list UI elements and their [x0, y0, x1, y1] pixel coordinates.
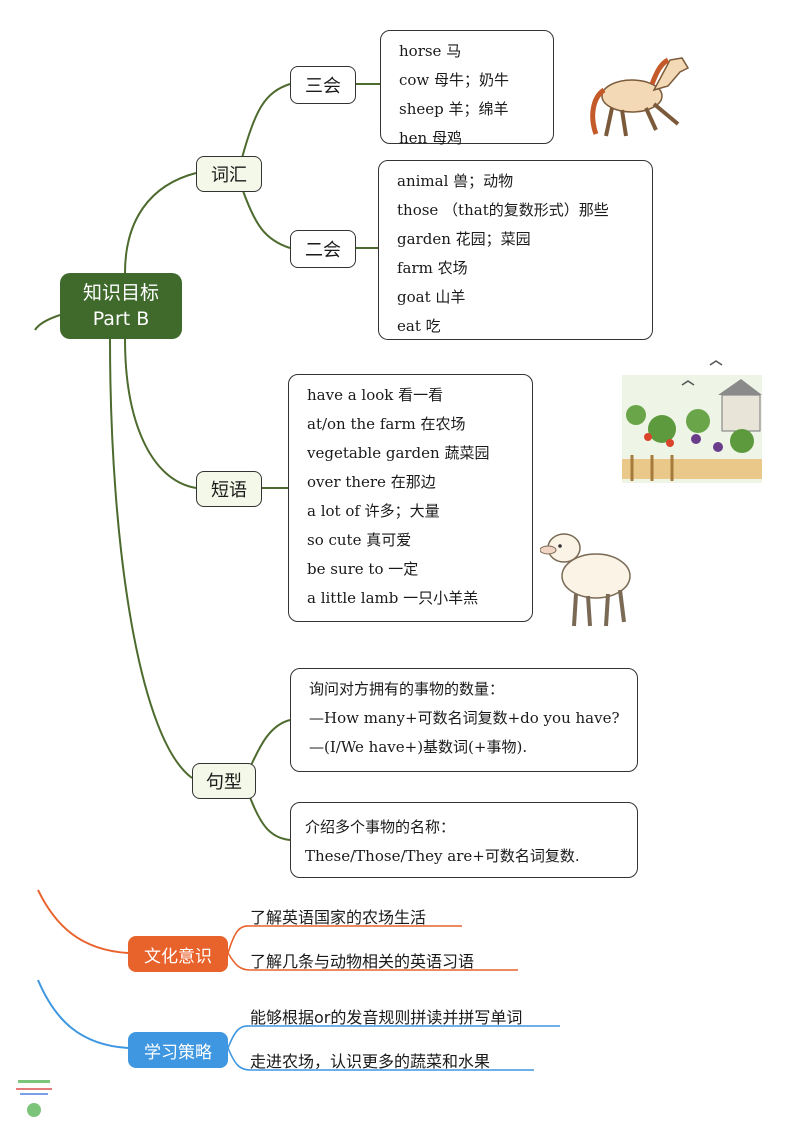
- phrase-item: at/on the farm 在农场: [307, 415, 466, 433]
- word-item: eat 吃: [397, 317, 441, 335]
- word-item: sheep 羊；绵羊: [399, 100, 509, 118]
- strategy-item: 能够根据or的发音规则拼读并拼写单词: [250, 1008, 523, 1027]
- word-item: hen 母鸡: [399, 129, 462, 147]
- phrases-node: 短语: [196, 471, 262, 507]
- phrase-item: over there 在那边: [307, 473, 436, 491]
- strategy-item: 走进农场，认识更多的蔬菜和水果: [250, 1052, 491, 1071]
- sentences-node: 句型: [192, 763, 256, 799]
- word-item: goat 山羊: [397, 288, 466, 306]
- garden-illustration: [622, 360, 762, 483]
- lamb-illustration: [540, 533, 631, 627]
- sentence-item: 询问对方拥有的事物的数量：: [309, 680, 505, 698]
- phrase-item: be sure to 一定: [307, 560, 419, 578]
- two-node: 二会: [290, 230, 356, 268]
- two-words-box: animal 兽；动物 those （that的复数形式）那些 garden 花…: [378, 160, 653, 340]
- phrase-item: a lot of 许多；大量: [307, 502, 440, 520]
- sentence-item: 介绍多个事物的名称：: [305, 818, 456, 836]
- root-subtitle: Part B: [92, 308, 150, 330]
- horse-illustration: [590, 57, 690, 137]
- sentences-box-1: 询问对方拥有的事物的数量： —How many+可数名词复数+do you ha…: [290, 668, 638, 772]
- culture-item: 了解英语国家的农场生活: [250, 908, 427, 927]
- word-item: cow 母牛；奶牛: [399, 71, 510, 89]
- root-title: 知识目标: [82, 282, 159, 304]
- watermark-logo: [16, 1080, 52, 1117]
- culture-item: 了解几条与动物相关的英语习语: [250, 952, 475, 971]
- three-words-box: horse 马 cow 母牛；奶牛 sheep 羊；绵羊 hen 母鸡: [380, 30, 554, 147]
- word-item: those （that的复数形式）那些: [397, 201, 609, 219]
- phrases-box: have a look 看一看 at/on the farm 在农场 veget…: [288, 374, 533, 622]
- phrase-item: a little lamb 一只小羊羔: [307, 589, 479, 607]
- sentences-box-2: 介绍多个事物的名称： These/Those/They are+可数名词复数.: [290, 802, 638, 878]
- word-item: animal 兽；动物: [397, 172, 514, 190]
- three-node: 三会: [290, 66, 356, 104]
- sentence-item: —How many+可数名词复数+do you have?: [309, 709, 620, 727]
- word-item: horse 马: [399, 42, 462, 60]
- word-item: farm 农场: [397, 259, 468, 277]
- word-item: garden 花园；菜园: [397, 230, 531, 248]
- phrase-item: so cute 真可爱: [307, 531, 412, 549]
- root-node: 知识目标 Part B: [60, 273, 182, 339]
- strategy-node: 学习策略: [128, 1032, 228, 1068]
- vocab-node: 词汇: [196, 156, 262, 192]
- culture-node: 文化意识: [128, 936, 228, 972]
- sentence-item: These/Those/They are+可数名词复数.: [305, 847, 580, 865]
- phrase-item: have a look 看一看: [307, 386, 444, 404]
- sentence-item: —(I/We have+)基数词(+事物).: [309, 738, 528, 756]
- phrase-item: vegetable garden 蔬菜园: [307, 444, 490, 462]
